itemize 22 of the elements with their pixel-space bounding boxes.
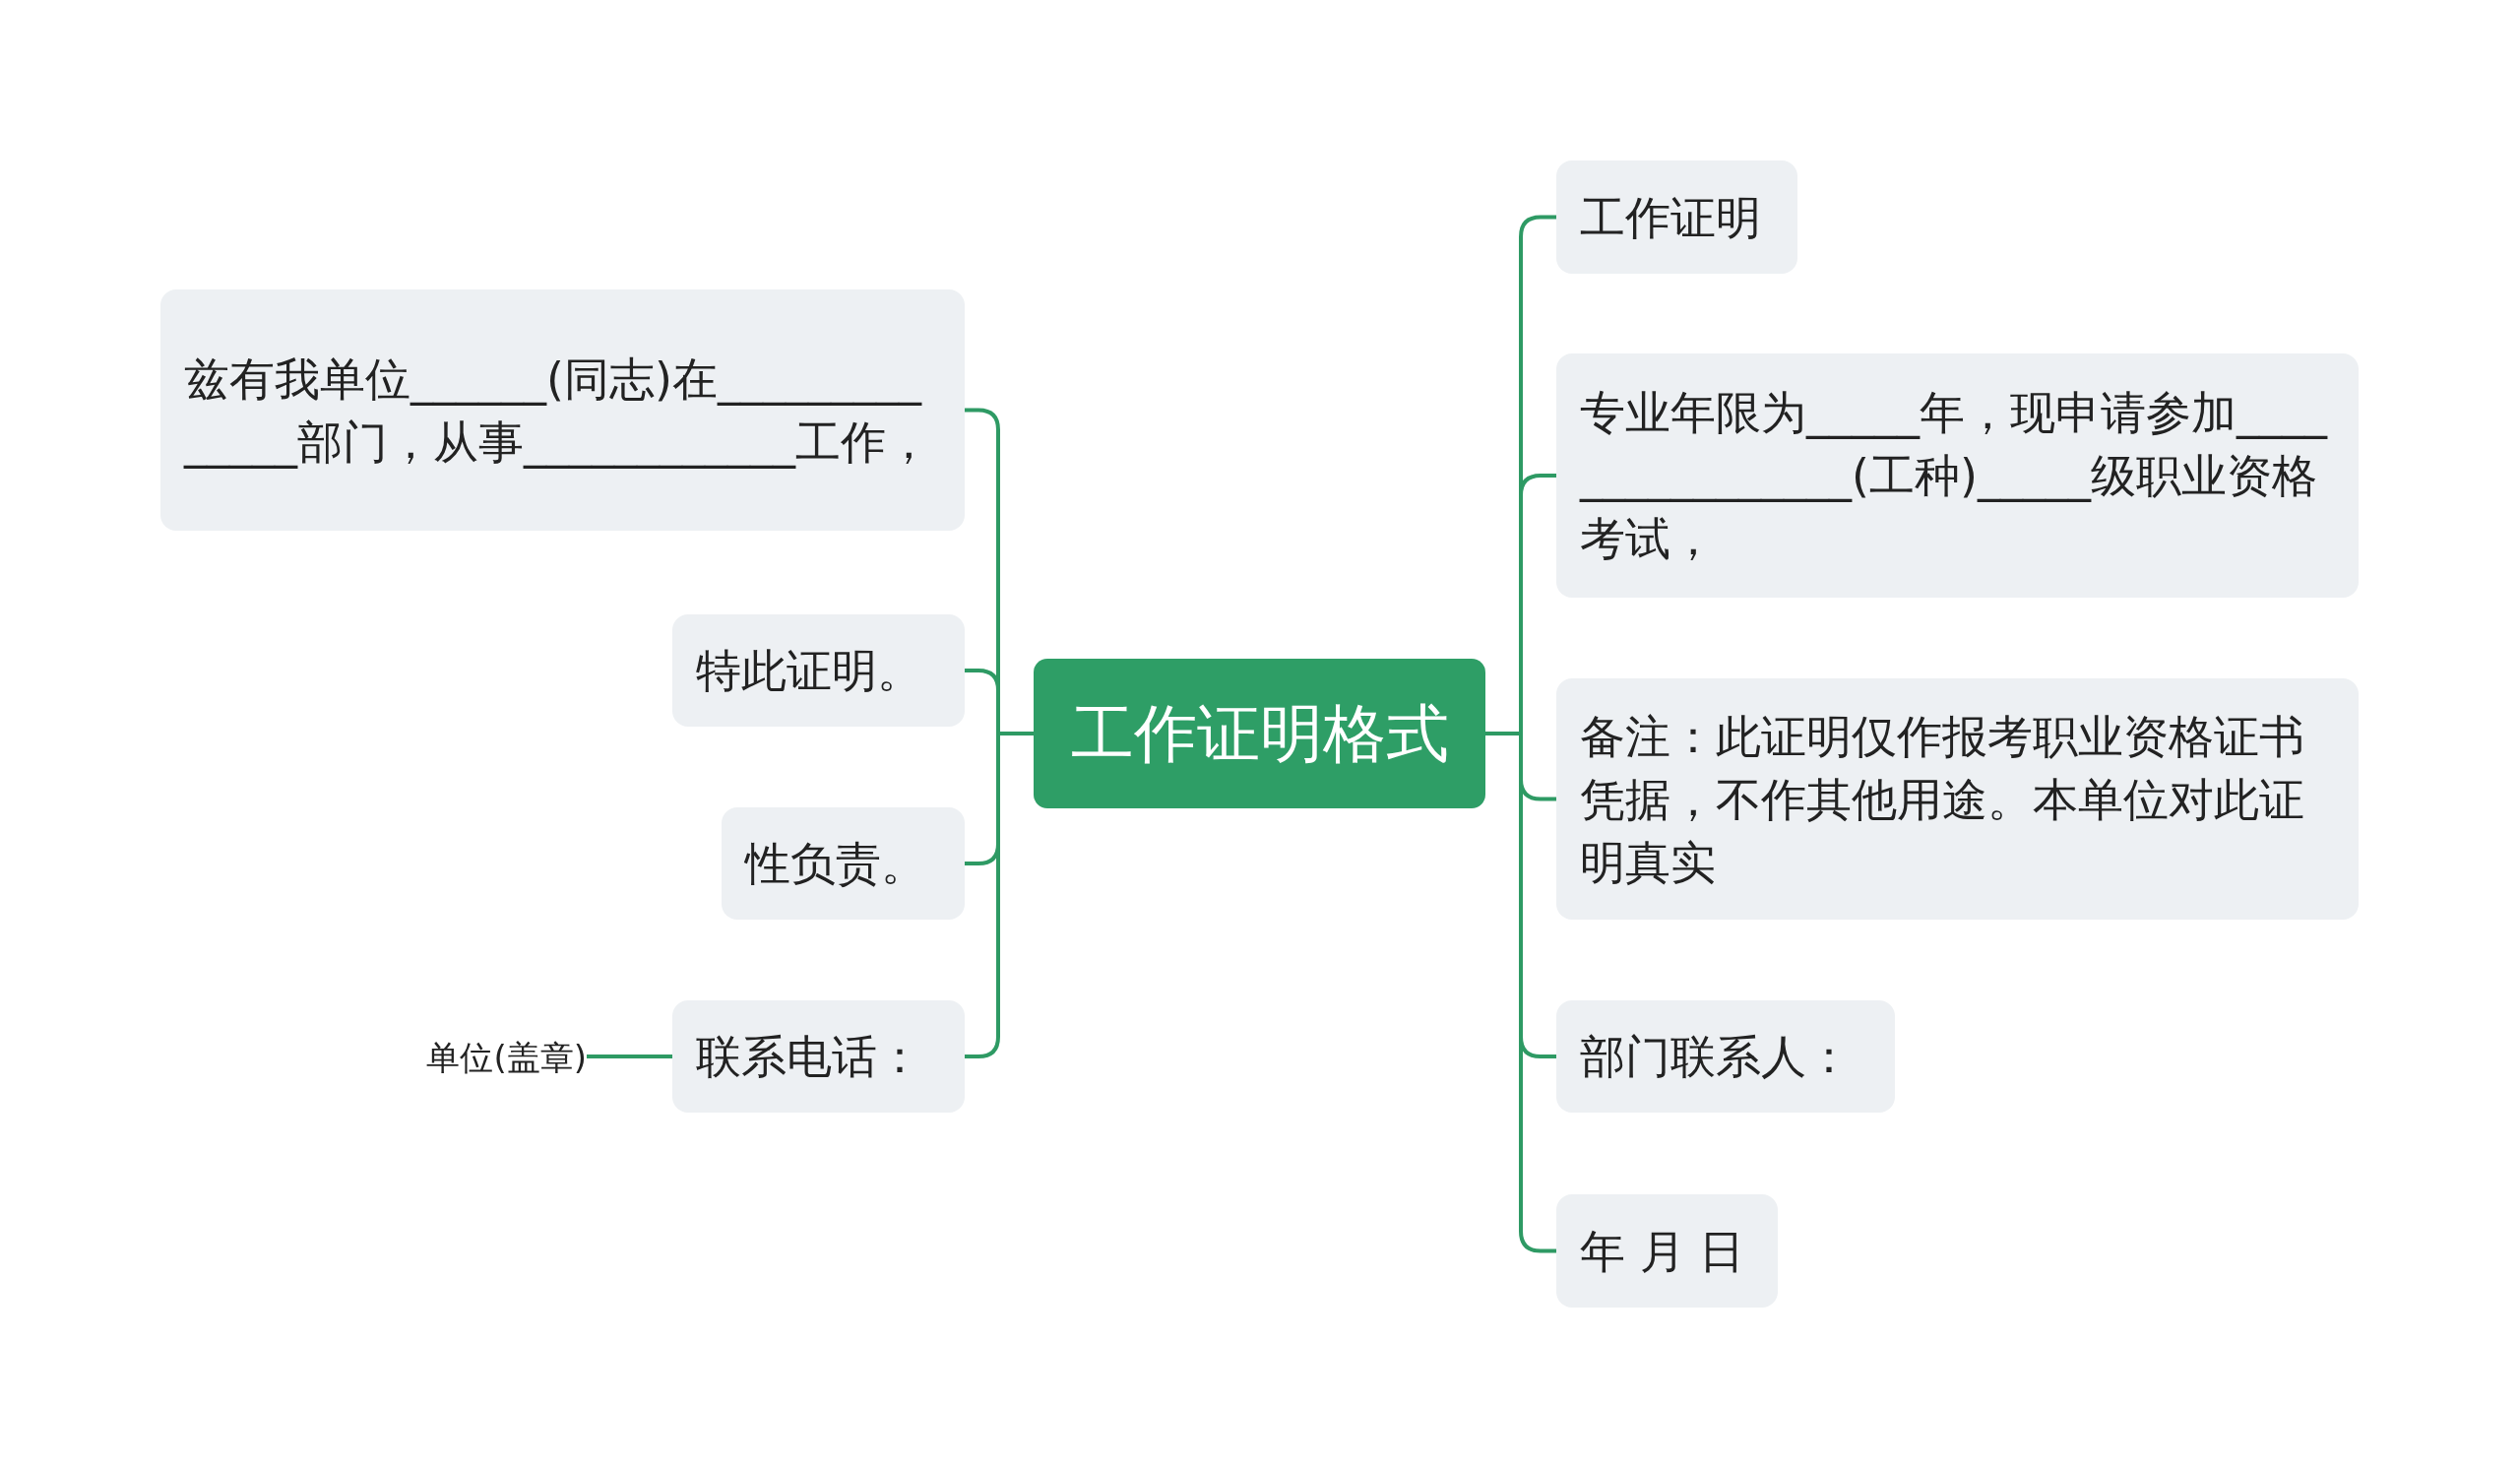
- topic-box: [672, 614, 965, 727]
- topic-box: [1556, 1194, 1778, 1308]
- topic-box: [1556, 1000, 1895, 1113]
- topic-text: 专业年限为_____年，现申请参加________________(工种)_____级职业资格考试，: [1580, 385, 2329, 567]
- connector-line: [587, 1055, 672, 1058]
- topic-text: 工作证明格式: [1070, 696, 1449, 772]
- topic-text: 特此证明。: [696, 643, 922, 699]
- topic-box: [722, 807, 965, 920]
- topic-box: [1556, 160, 1797, 274]
- topic-box: [672, 1000, 965, 1113]
- topic-text: 工作证明: [1580, 189, 1761, 246]
- topic-text: 部门联系人：: [1580, 1029, 1852, 1085]
- topic-box: [1556, 678, 2359, 920]
- topic-text: 备注：此证明仅作报考职业资格证书凭据，不作其他用途。本单位对此证明真实: [1580, 708, 2305, 891]
- topic-text: 联系电话：: [696, 1029, 922, 1085]
- topic-text: 兹有我单位______(同志)在______________部门，从事____________工作，: [184, 351, 932, 471]
- root-topic-box: [1034, 659, 1485, 808]
- topic-text: 年 月 日: [1580, 1223, 1745, 1280]
- topic-text: 性负责。: [745, 836, 926, 892]
- topic-text: 单位(盖章): [426, 1036, 587, 1079]
- topic-box: [160, 289, 965, 531]
- topic-box: [1556, 353, 2359, 598]
